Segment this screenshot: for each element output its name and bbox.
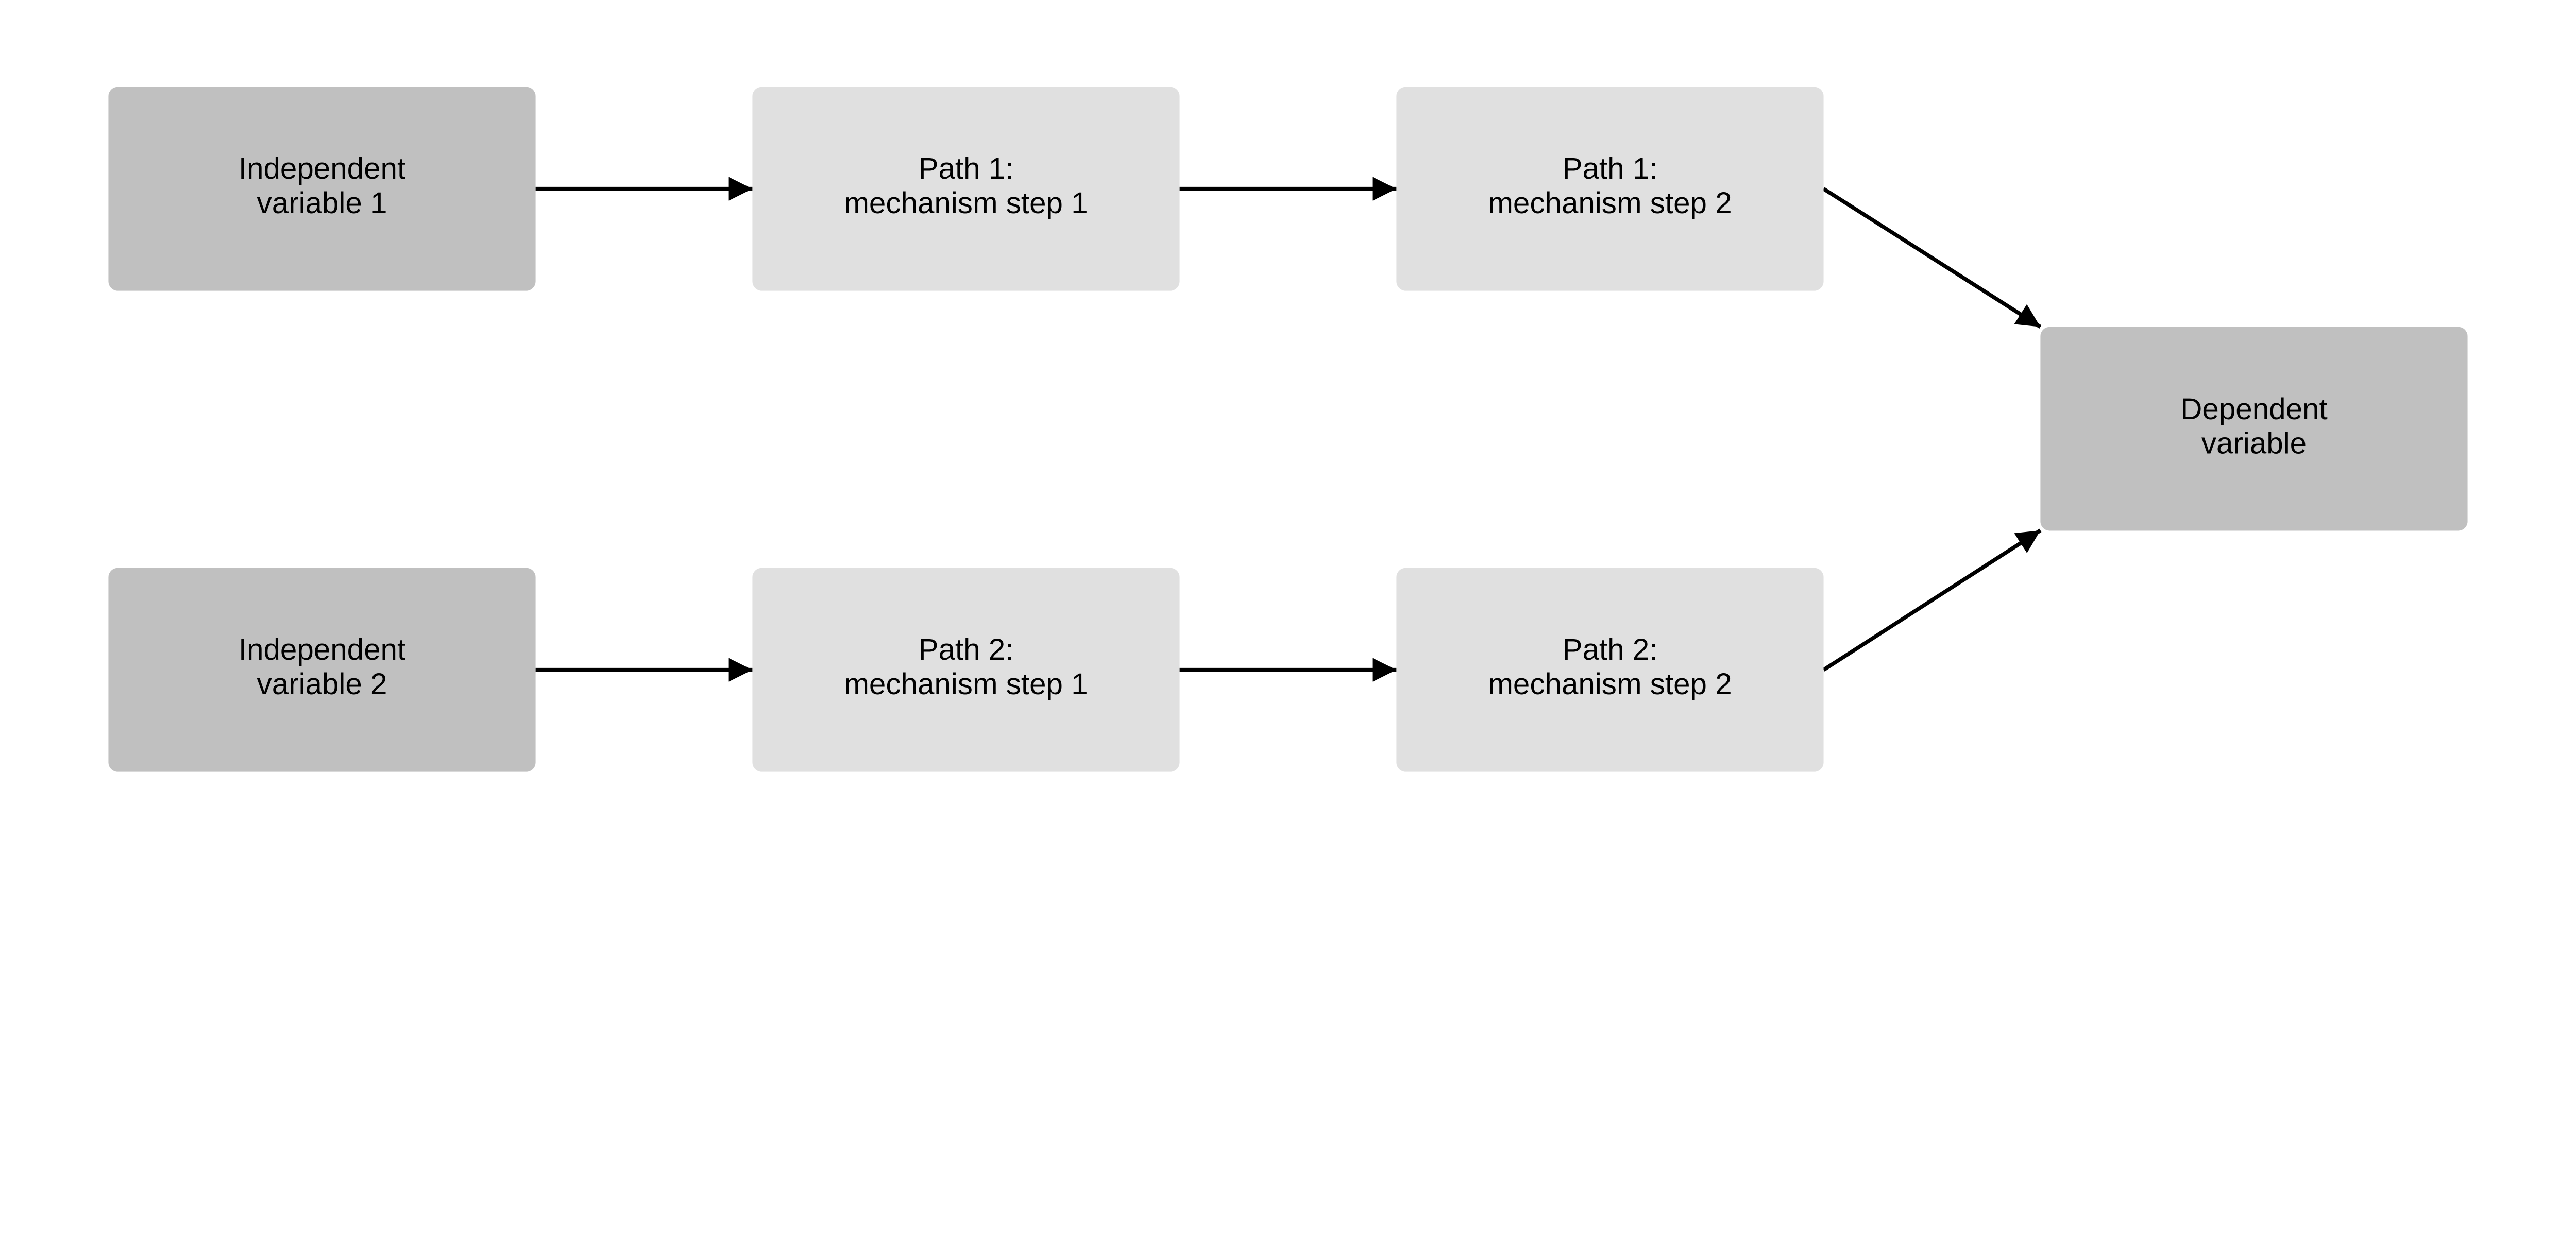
node-dependent-variable: Dependent variable [2040, 327, 2468, 531]
node-label-line1: Independent [239, 152, 405, 185]
node-label-line1: Path 2: [919, 633, 1014, 666]
node-label-line2: mechanism step 2 [1488, 667, 1732, 701]
node-path2-step2: Path 2: mechanism step 2 [1396, 568, 1824, 772]
node-label-line2: mechanism step 1 [844, 667, 1088, 701]
node-label-line2: mechanism step 1 [844, 186, 1088, 220]
node-label-line2: variable [2201, 427, 2307, 460]
node-path2-step1: Path 2: mechanism step 1 [752, 568, 1180, 772]
node-label-line1: Path 2: [1563, 633, 1658, 666]
edge-p2s2-to-dv [1822, 528, 2042, 672]
diagram: Independent variable 1 Path 1: mechanism… [108, 87, 2468, 772]
node-label-line2: mechanism step 2 [1488, 186, 1732, 220]
node-independent-variable-1: Independent variable 1 [108, 87, 536, 291]
node-label-line2: variable 1 [257, 186, 387, 220]
node-label-line1: Path 1: [919, 152, 1014, 185]
edge-p1s2-to-dv [1822, 187, 2042, 329]
node-path1-step1: Path 1: mechanism step 1 [752, 87, 1180, 291]
node-label-line1: Dependent [2180, 392, 2327, 426]
node-label-line1: Path 1: [1563, 152, 1658, 185]
node-independent-variable-2: Independent variable 2 [108, 568, 536, 772]
node-label-line2: variable 2 [257, 667, 387, 701]
node-path1-step2: Path 1: mechanism step 2 [1396, 87, 1824, 291]
node-label-line1: Independent [239, 633, 405, 666]
